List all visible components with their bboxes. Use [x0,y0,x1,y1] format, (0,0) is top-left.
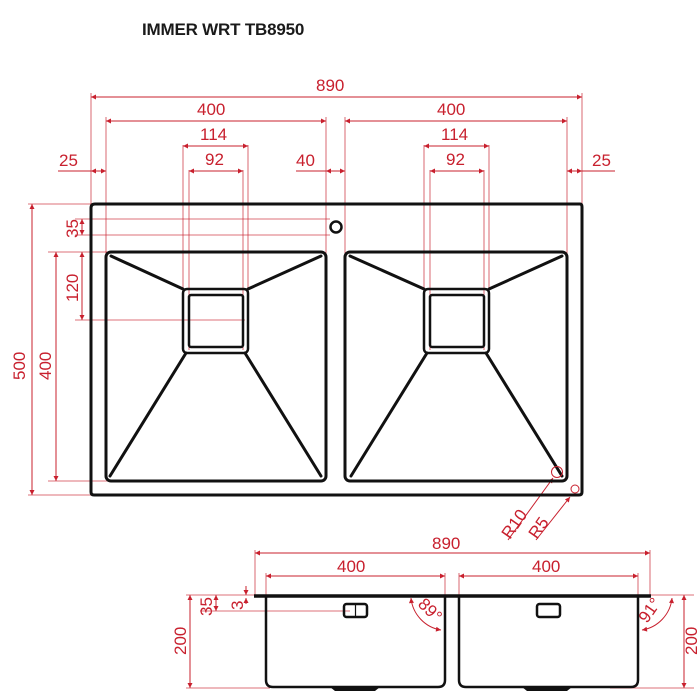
dim-overall-depth: 500 [10,352,29,380]
dim-overall-width: 890 [316,76,344,95]
side-dim-depth-right: 200 [682,627,700,655]
dim-drain-outer-left: 114 [200,125,227,144]
dim-bowl-left-width: 400 [197,100,225,119]
left-bowl [104,250,328,483]
side-dim-overall-width: 890 [432,534,460,553]
side-dim-bowl-left-width: 400 [337,557,365,576]
side-dimension-lines [187,550,687,688]
top-dimension-labels: 890 400 400 114 92 114 92 25 40 25 500 4… [10,76,611,542]
left-drain-inner [187,293,245,349]
side-right-drain [522,687,572,691]
side-view-sink [254,594,651,691]
side-dim-depth-left: 200 [171,627,190,655]
side-right-overflow [535,602,562,619]
dim-bowl-gap: 40 [296,151,315,170]
tap-hole [329,220,343,234]
dim-drain-inner-left: 92 [205,150,224,169]
top-view-sink [89,202,584,497]
dim-edge-left: 25 [59,151,78,170]
side-right-bowl [457,595,640,689]
radius-r10-marker [551,466,563,478]
right-drain-inner [428,293,486,349]
dim-drain-offset: 120 [63,274,82,302]
left-drain-outer [181,287,250,355]
side-dim-overflow-offset: 35 [197,597,216,616]
side-extension-lines [186,550,694,689]
right-drain-outer [422,287,491,355]
dim-edge-right: 25 [592,151,611,170]
dim-bowl-right-width: 400 [437,100,465,119]
model-title: IMMER WRT TB8950 [142,20,305,39]
dim-inner-radius: R10 [498,506,531,542]
top-dimension-lines [29,94,615,541]
top-extension-lines [28,93,583,496]
dim-tap-hole-offset: 35 [63,219,82,238]
side-dim-rim-thickness: 3 [228,601,247,610]
right-bowl [343,250,569,483]
radius-r5-marker [570,484,580,494]
side-left-drain [330,687,380,691]
dim-drain-inner-right: 92 [446,150,465,169]
side-dim-angle-left: 89° [414,594,446,626]
dim-bowl-depth: 400 [36,352,55,380]
side-dim-bowl-right-width: 400 [532,557,560,576]
dim-drain-outer-right: 114 [441,125,468,144]
countertop-outline [89,202,584,497]
